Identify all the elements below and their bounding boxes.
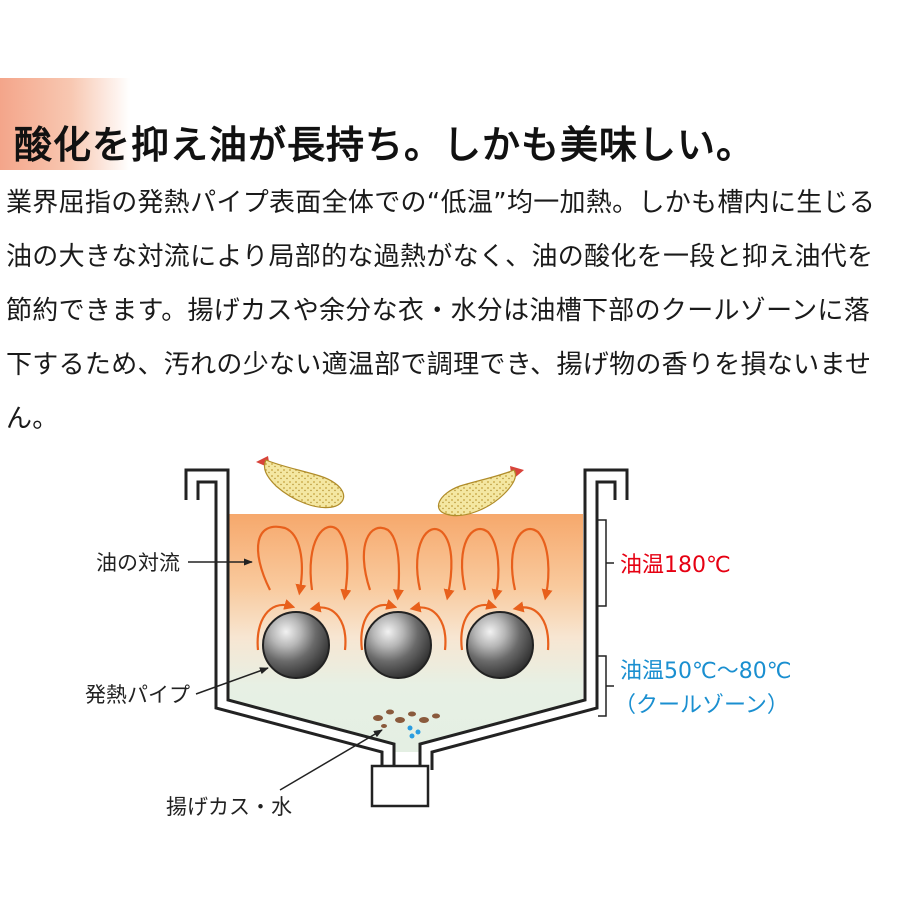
convection-label: 油の対流: [96, 551, 180, 575]
debris-particles: [373, 709, 440, 728]
headline-accent: [0, 78, 130, 170]
page-title: 酸化を抑え油が長持ち。しかも美味しい。: [14, 123, 756, 167]
tempura-right-icon: [437, 466, 524, 517]
water-droplets: [407, 725, 421, 739]
pipe-leader: [195, 667, 269, 695]
hot-temp-label: 油温180℃: [620, 553, 731, 578]
convection-arrows: [256, 525, 553, 651]
heating-pipe: [466, 611, 534, 679]
fryer-diagram: 油の対流 発熱パイプ 揚げカス・水 油温180℃ 油温50℃〜80℃ （クールゾ…: [85, 456, 791, 819]
heating-pipe: [364, 611, 432, 679]
heating-pipe: [262, 611, 330, 679]
fryer-tank: [184, 468, 629, 770]
heating-pipe-label: 発熱パイプ: [85, 683, 190, 707]
cool-zone-label: （クールゾーン）: [614, 693, 789, 718]
cool-temp-label: 油温50℃〜80℃: [620, 659, 791, 684]
hot-zone-bracket: [598, 519, 614, 607]
drain-box: [370, 764, 430, 808]
tempura-left-icon: [256, 456, 345, 509]
cool-zone-bracket: [598, 655, 614, 717]
debris-label: 揚げカス・水: [166, 795, 292, 819]
description-paragraph: 業界屈指の発熱パイプ表面全体での“低温”均一加熱。しかも槽内に生じる油の大きな対…: [6, 188, 876, 434]
debris-leader: [279, 729, 383, 791]
